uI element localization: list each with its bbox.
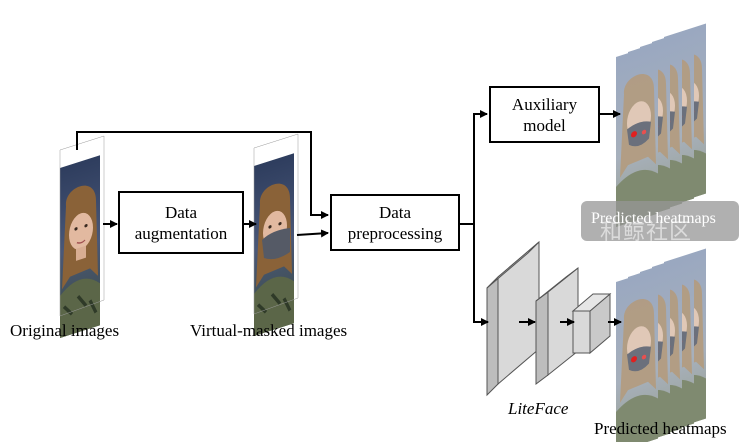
data-augmentation-line-1: Data	[164, 202, 198, 222]
original-image	[58, 135, 105, 340]
watermark-badge: Predicted heatmaps	[581, 201, 739, 241]
auxiliary-model-box: Auxiliary model	[489, 86, 600, 143]
watermark-text: 和鲸社区	[600, 220, 693, 245]
data-preprocessing-line-1: Data	[378, 202, 412, 222]
data-augmentation-line-2: augmentation	[134, 223, 228, 243]
predicted-heatmaps-top-label: Predicted heatmaps	[591, 210, 716, 227]
arrow-to-liteface	[473, 224, 489, 326]
arrow-to-auxiliary	[473, 110, 488, 224]
liteface-block-3	[571, 292, 612, 355]
auxiliary-model-line-2: model	[523, 115, 566, 135]
liteface-label: LiteFace	[508, 399, 569, 418]
virtual-masked-image	[252, 133, 299, 338]
virtual-masked-images-label: Virtual-masked images	[190, 321, 348, 340]
heatmap-stack-top	[616, 23, 706, 227]
auxiliary-model-line-1: Auxiliary	[511, 94, 578, 114]
data-preprocessing-box: Data preprocessing	[330, 194, 460, 251]
original-images-label: Original images	[10, 321, 120, 340]
predicted-heatmaps-bottom-label: Predicted heatmaps	[594, 419, 727, 438]
heatmap-stack-bottom	[616, 248, 706, 442]
liteface-block-2	[535, 266, 579, 385]
connectors	[76, 110, 622, 326]
data-preprocessing-line-2: preprocessing	[347, 223, 443, 243]
arrow-skip-original-to-preprocessing	[76, 131, 329, 219]
arrow-masked-to-preprocessing	[296, 229, 329, 238]
liteface-block-1	[486, 240, 540, 397]
data-augmentation-box: Data augmentation	[118, 191, 244, 254]
liteface-network	[486, 240, 612, 397]
